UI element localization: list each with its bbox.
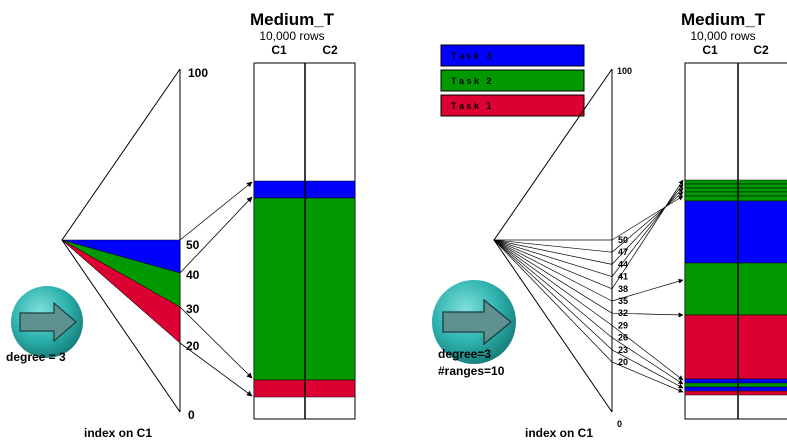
right-bands bbox=[684, 179, 787, 396]
left-tick-0: 0 bbox=[188, 408, 195, 422]
right-panel: 100 0 5047444138353229262320 Medium_T 10… bbox=[432, 10, 787, 440]
right-table-band bbox=[684, 390, 787, 396]
right-fan-line bbox=[493, 239, 613, 326]
right-tick-0: 0 bbox=[617, 419, 622, 429]
right-table-band bbox=[684, 314, 787, 380]
left-rows-label: 10,000 rows bbox=[259, 29, 324, 43]
right-rows-label: 10,000 rows bbox=[690, 29, 755, 43]
right-table-band bbox=[684, 378, 787, 384]
right-fan: 5047444138353229262320 bbox=[493, 235, 628, 367]
right-arrow bbox=[611, 183, 684, 277]
right-index-outline bbox=[493, 68, 613, 413]
right-arrow bbox=[611, 361, 684, 393]
right-arrow bbox=[611, 312, 684, 318]
right-fan-line bbox=[493, 239, 613, 277]
right-table-band bbox=[684, 179, 787, 185]
right-arrow bbox=[611, 179, 684, 289]
right-tick-label: 38 bbox=[618, 284, 628, 294]
left-parallel-arrow-icon bbox=[11, 286, 83, 358]
right-tick-label: 50 bbox=[618, 235, 628, 245]
right-ranges-label: #ranges=10 bbox=[438, 364, 505, 378]
right-degree-label: degree=3 bbox=[438, 347, 491, 361]
right-tick-label: 26 bbox=[618, 333, 628, 343]
left-tick-40: 40 bbox=[186, 268, 200, 282]
right-arrow bbox=[611, 337, 684, 385]
left-tick-20: 20 bbox=[186, 339, 200, 353]
right-fan-line bbox=[493, 239, 613, 363]
right-tick-label: 29 bbox=[618, 320, 628, 330]
legend-task1-swatch bbox=[440, 94, 585, 117]
right-fan-line bbox=[493, 239, 613, 314]
right-tick-label: 41 bbox=[618, 272, 628, 282]
right-tick-label: 35 bbox=[618, 296, 628, 306]
right-arrow bbox=[611, 195, 684, 241]
right-fan-line bbox=[493, 239, 613, 351]
legend-task3-swatch bbox=[440, 44, 585, 67]
right-table-band bbox=[684, 262, 787, 316]
right-table-band bbox=[684, 382, 787, 388]
legend: T a s k 3 T a s k 2 T a s k 1 bbox=[440, 44, 585, 117]
legend-task3-label: T a s k 3 bbox=[451, 51, 492, 61]
left-tick-100: 100 bbox=[188, 66, 208, 80]
legend-task2-label: T a s k 2 bbox=[451, 76, 492, 86]
right-arrow bbox=[611, 325, 684, 381]
right-col-c2: C2 bbox=[753, 43, 769, 57]
right-parallel-arrow-icon bbox=[432, 280, 516, 364]
right-fan-line bbox=[493, 239, 613, 338]
left-arrow-30 bbox=[179, 306, 253, 379]
left-index-label: index on C1 bbox=[84, 426, 152, 440]
right-table-band bbox=[684, 187, 787, 193]
right-arrow bbox=[611, 191, 684, 253]
left-panel: 100 50 40 30 20 0 Medium_T 10,000 rows C… bbox=[6, 10, 356, 440]
right-col-c1: C1 bbox=[702, 43, 718, 57]
left-arrow-50 bbox=[179, 181, 253, 241]
right-table-band bbox=[684, 200, 787, 264]
left-degree-label: degree = 3 bbox=[6, 350, 66, 364]
left-tick-30: 30 bbox=[186, 302, 200, 316]
right-table-band bbox=[684, 386, 787, 392]
right-table-title: Medium_T bbox=[681, 10, 766, 29]
right-tick-label: 20 bbox=[618, 357, 628, 367]
right-tick-100: 100 bbox=[617, 66, 632, 76]
right-arrow bbox=[611, 278, 684, 302]
left-table-title: Medium_T bbox=[250, 10, 335, 29]
right-fan-line bbox=[493, 239, 613, 253]
left-col-c1: C1 bbox=[271, 43, 287, 57]
right-arrows bbox=[611, 179, 684, 393]
right-table-band bbox=[684, 191, 787, 197]
right-table-band bbox=[684, 183, 787, 189]
right-tick-label: 23 bbox=[618, 345, 628, 355]
right-fan-line bbox=[493, 239, 613, 265]
right-index-label: index on C1 bbox=[525, 426, 593, 440]
legend-task2-swatch bbox=[440, 69, 585, 92]
right-table-band bbox=[684, 195, 787, 202]
right-arrow bbox=[611, 187, 684, 265]
left-arrow-40 bbox=[179, 196, 253, 274]
right-tick-label: 44 bbox=[618, 259, 628, 269]
legend-task1-label: T a s k 1 bbox=[451, 101, 492, 111]
right-fan-line bbox=[493, 239, 613, 302]
left-arrow-20 bbox=[179, 342, 253, 397]
left-tick-50: 50 bbox=[186, 238, 200, 252]
right-arrow bbox=[611, 349, 684, 389]
right-fan-line bbox=[493, 239, 613, 290]
left-col-c2: C2 bbox=[322, 43, 338, 57]
